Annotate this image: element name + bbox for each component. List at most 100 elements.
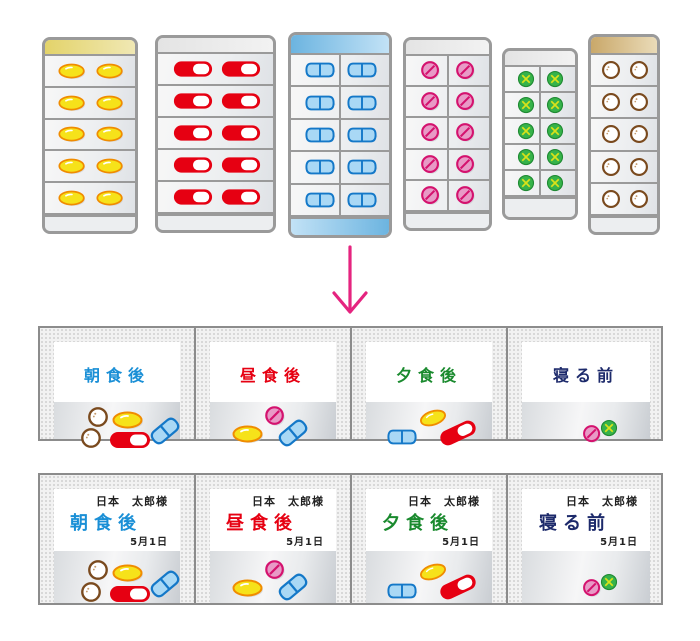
blister-row	[591, 87, 657, 120]
red-capsule-icon	[436, 416, 480, 450]
blister-row	[591, 55, 657, 88]
blister-row	[291, 55, 389, 88]
yellow-softgel-icon	[58, 189, 86, 207]
yellow-softgel-icon	[232, 578, 264, 598]
pack-footer	[45, 215, 135, 231]
blister-row	[291, 119, 389, 153]
blister-pack-yellow-softgel	[42, 37, 138, 234]
green-tablet-icon	[546, 96, 564, 114]
green-tablet-icon	[546, 70, 564, 88]
red-capsule-icon	[108, 430, 152, 450]
brown-tablet-icon	[87, 559, 109, 581]
red-capsule-icon	[108, 584, 152, 604]
red-capsule-icon	[172, 123, 214, 143]
brown-tablet-icon	[629, 157, 649, 177]
yellow-softgel-icon	[58, 94, 86, 112]
yellow-softgel-icon	[58, 62, 86, 80]
blister-row	[406, 87, 489, 119]
blister-row	[505, 93, 575, 119]
unit-dose-strip-plain: 朝食後 昼食後 夕食後 寝る前	[38, 326, 663, 441]
yellow-softgel-icon	[112, 563, 144, 583]
dose-packet-hiru: 昼食後	[196, 328, 352, 439]
dose-packet-hiru: 日本 太郎様 昼食後 5月1日	[196, 475, 352, 603]
cell-divider	[539, 93, 541, 117]
blister-pack-green-tablet	[502, 48, 578, 220]
yellow-softgel-icon	[96, 125, 124, 143]
patient-name: 日本 太郎様	[96, 495, 168, 508]
dose-packet-neru: 寝る前	[508, 328, 664, 439]
blue-tablet-icon	[148, 567, 182, 601]
blister-row	[591, 119, 657, 152]
green-tablet-icon	[517, 174, 535, 192]
brown-tablet-icon	[629, 189, 649, 209]
red-capsule-icon	[172, 91, 214, 111]
pink-tablet-icon	[420, 60, 441, 81]
red-capsule-icon	[172, 187, 214, 207]
cell-divider	[446, 118, 449, 148]
blue-tablet-icon	[276, 416, 310, 450]
brown-tablet-icon	[629, 92, 649, 112]
cell-divider	[539, 67, 541, 91]
yellow-softgel-icon	[96, 157, 124, 175]
blister-row	[291, 87, 389, 120]
pack-header	[406, 40, 489, 56]
pill-window	[54, 551, 180, 603]
label-area: 夕食後	[366, 342, 492, 402]
dose-timing-label: 寝る前	[552, 366, 619, 385]
blister-row	[45, 56, 135, 88]
blue-tablet-icon	[304, 94, 336, 112]
cell-divider	[339, 184, 341, 215]
pack-header	[591, 37, 657, 55]
green-tablet-icon	[517, 96, 535, 114]
green-tablet-icon	[546, 148, 564, 166]
label-area: 日本 太郎様 夕食後 5月1日	[366, 489, 492, 551]
pack-footer	[505, 197, 575, 217]
blister-pack-brown-tablet	[588, 34, 660, 235]
pink-tablet-icon	[420, 122, 441, 143]
brown-tablet-icon	[601, 189, 621, 209]
green-tablet-icon	[517, 148, 535, 166]
dose-packet-neru: 日本 太郎様 寝る前 5月1日	[508, 475, 664, 603]
blister-row	[158, 118, 273, 150]
blister-row	[406, 118, 489, 150]
dose-date: 5月1日	[442, 537, 480, 548]
blister-row	[45, 151, 135, 184]
pink-tablet-icon	[455, 91, 476, 112]
blue-tablet-icon	[304, 126, 336, 144]
red-capsule-icon	[220, 155, 262, 175]
pink-tablet-icon	[582, 424, 602, 444]
cell-divider	[339, 119, 341, 151]
green-tablet-icon	[600, 573, 618, 591]
blue-tablet-icon	[346, 158, 378, 176]
pink-tablet-icon	[582, 578, 602, 598]
green-tablet-icon	[546, 122, 564, 140]
pack-header	[45, 40, 135, 56]
yellow-softgel-icon	[96, 94, 124, 112]
blister-row	[291, 152, 389, 185]
pink-tablet-icon	[455, 185, 476, 206]
blister-row	[591, 183, 657, 216]
pill-window	[54, 402, 180, 439]
blue-tablet-icon	[346, 61, 378, 79]
yellow-softgel-icon	[58, 125, 86, 143]
brown-tablet-icon	[601, 157, 621, 177]
pink-tablet-icon	[420, 154, 441, 175]
brown-tablet-icon	[80, 581, 102, 603]
pill-window	[522, 402, 650, 439]
brown-tablet-icon	[601, 124, 621, 144]
blister-row	[158, 150, 273, 182]
dose-timing-label: 朝食後	[83, 366, 150, 385]
brown-tablet-icon	[601, 92, 621, 112]
dose-timing-label: 寝る前	[539, 513, 611, 534]
blister-row	[406, 180, 489, 212]
blister-row	[505, 119, 575, 145]
label-area: 日本 太郎様 朝食後 5月1日	[54, 489, 180, 551]
red-capsule-icon	[220, 123, 262, 143]
dose-packet-asa: 朝食後	[40, 328, 196, 439]
cell-divider	[539, 145, 541, 169]
brown-tablet-icon	[629, 60, 649, 80]
dose-packet-yu: 夕食後	[352, 328, 508, 439]
dose-date: 5月1日	[286, 537, 324, 548]
pack-header	[158, 38, 273, 54]
pack-header	[291, 35, 389, 55]
